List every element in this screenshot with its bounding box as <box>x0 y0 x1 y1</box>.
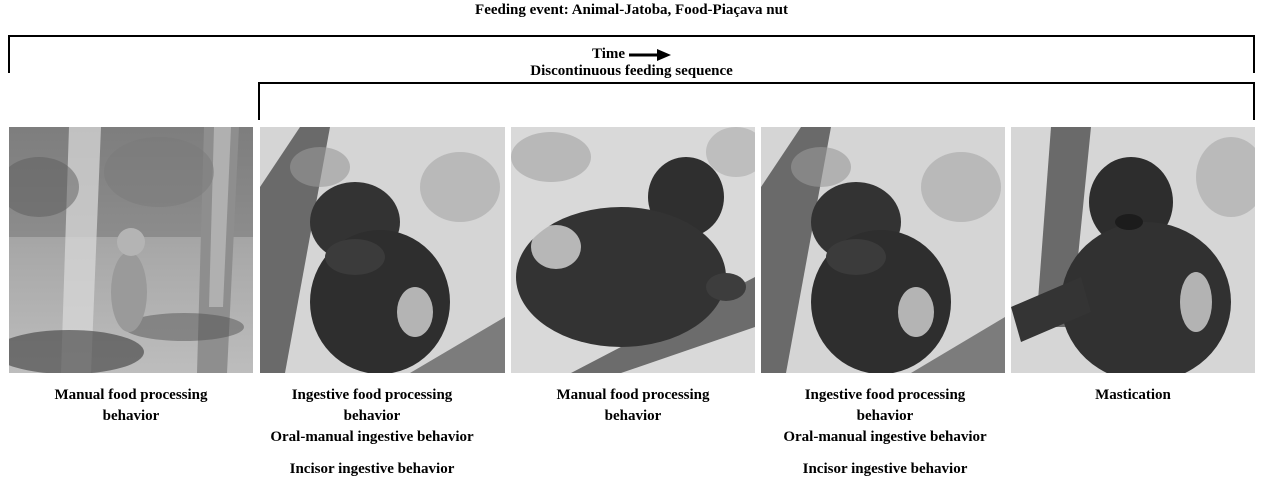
photo-manual-processing-ground <box>9 127 253 373</box>
caption-line: Ingestive food processing <box>222 385 522 406</box>
photo-mastication <box>1011 127 1255 373</box>
figure-title: Feeding event: Animal-Jatoba, Food-Piaça… <box>0 1 1263 19</box>
photo-manual-processing-branch <box>511 127 755 373</box>
caption-line: Mastication <box>1033 385 1233 406</box>
photo-ingestive-processing-1 <box>260 127 505 373</box>
caption-line: Incisor ingestive behavior <box>727 459 1043 480</box>
time-indicator: Time <box>0 46 1263 63</box>
caption-line: behavior <box>222 406 522 427</box>
caption-line: Incisor ingestive behavior <box>222 459 522 480</box>
photo-ingestive-processing-2 <box>761 127 1005 373</box>
sequence-bracket <box>258 82 1255 120</box>
caption-line: Oral-manual ingestive behavior <box>222 427 522 448</box>
caption-line: behavior <box>503 406 763 427</box>
caption-line: behavior <box>727 406 1043 427</box>
caption-line: Oral-manual ingestive behavior <box>727 427 1043 448</box>
caption-line: Ingestive food processing <box>727 385 1043 406</box>
caption-line: Manual food processing <box>503 385 763 406</box>
caption-panel-4: Ingestive food processing behavior Oral-… <box>727 385 1043 480</box>
caption-panel-5: Mastication <box>1033 385 1233 406</box>
caption-panel-3: Manual food processing behavior <box>503 385 763 427</box>
time-label: Time <box>592 46 625 63</box>
sequence-label: Discontinuous feeding sequence <box>0 62 1263 80</box>
caption-panel-2: Ingestive food processing behavior Oral-… <box>222 385 522 480</box>
right-arrow-icon <box>629 49 671 61</box>
